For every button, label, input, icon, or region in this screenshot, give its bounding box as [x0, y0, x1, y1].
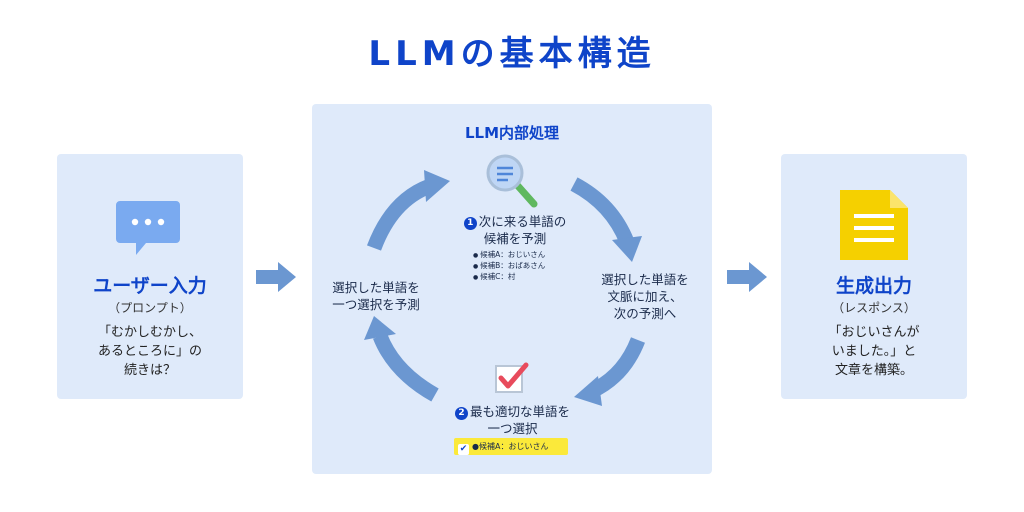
- output-text: 「おじいさんが いました。」と 文章を構築。: [781, 323, 967, 380]
- candidate-item: 候補A：おじいさん: [473, 250, 545, 261]
- candidate-item: 候補B：おばあさん: [473, 261, 545, 272]
- left-note: 選択した単語を 一つ選択を予測: [316, 279, 436, 313]
- selected-candidate: ✔●候補A：おじいさん: [454, 438, 568, 455]
- core-title: LLM内部処理: [464, 124, 560, 142]
- candidate-item: 候補C：村: [473, 272, 545, 283]
- output-line: いました。」と: [831, 344, 917, 359]
- step1-line: 候補を予測: [483, 231, 547, 246]
- right-note-line: 次の予測へ: [613, 306, 677, 321]
- input-title: ユーザー入力: [93, 275, 207, 297]
- left-note-line: 選択した単語を: [332, 280, 420, 295]
- arrowhead-icon: [612, 236, 642, 262]
- flow-arrow-right-icon: [727, 262, 767, 292]
- input-panel: ユーザー入力 （プロンプト） 「むかしむかし、 あるところに」の 続きは？: [57, 154, 243, 399]
- flow-arrow-right-icon: [256, 262, 296, 292]
- input-text: 「むかしむかし、 あるところに」の 続きは？: [57, 323, 243, 380]
- output-subtitle: （レスポンス）: [832, 301, 916, 315]
- document-icon: [840, 190, 908, 260]
- cycle-arrows: [364, 170, 645, 406]
- right-note-line: 選択した単語を: [601, 272, 689, 287]
- magnifier-icon: [486, 154, 538, 208]
- output-title: 生成出力: [835, 275, 912, 297]
- output-line: 文章を構築。: [834, 363, 913, 378]
- arrowhead-icon: [424, 170, 450, 202]
- right-note: 選択した単語を 文脈に加え、 次の予測へ: [585, 271, 705, 322]
- step-number-badge: 2: [454, 407, 468, 420]
- input-line: 続きは？: [123, 363, 176, 378]
- chat-bubble-icon: [116, 201, 180, 255]
- cycle-arrow-bottom-left: [373, 333, 439, 402]
- arrowhead-icon: [574, 376, 602, 406]
- right-note-line: 文脈に加え、: [607, 289, 683, 304]
- left-note-line: 一つ選択を予測: [332, 297, 420, 312]
- cycle-arrow-top-left: [366, 178, 433, 251]
- input-line: あるところに」の: [97, 344, 202, 359]
- output-panel: 生成出力 （レスポンス） 「おじいさんが いました。」と 文章を構築。: [781, 154, 967, 399]
- step-number-badge: 1: [463, 217, 477, 230]
- cycle-arrow-top-right: [570, 177, 634, 245]
- step2-line: 一つ選択: [487, 421, 538, 436]
- input-subtitle: （プロンプト）: [108, 301, 192, 315]
- candidate-list: 候補A：おじいさん 候補B：おばあさん 候補C：村: [473, 250, 545, 283]
- selected-candidate-text: ●候補A：おじいさん: [472, 442, 549, 451]
- page-title: LLMの基本構造: [368, 34, 656, 74]
- arrowhead-icon: [364, 316, 396, 340]
- checkbox-icon: [495, 362, 529, 393]
- step2-line: 最も適切な単語を: [469, 404, 570, 419]
- input-line: 「むかしむかし、: [97, 325, 202, 340]
- output-line: 「おじいさんが: [828, 325, 920, 340]
- step1-line: 次に来る単語の: [478, 214, 567, 229]
- check-icon: ✔: [458, 444, 469, 455]
